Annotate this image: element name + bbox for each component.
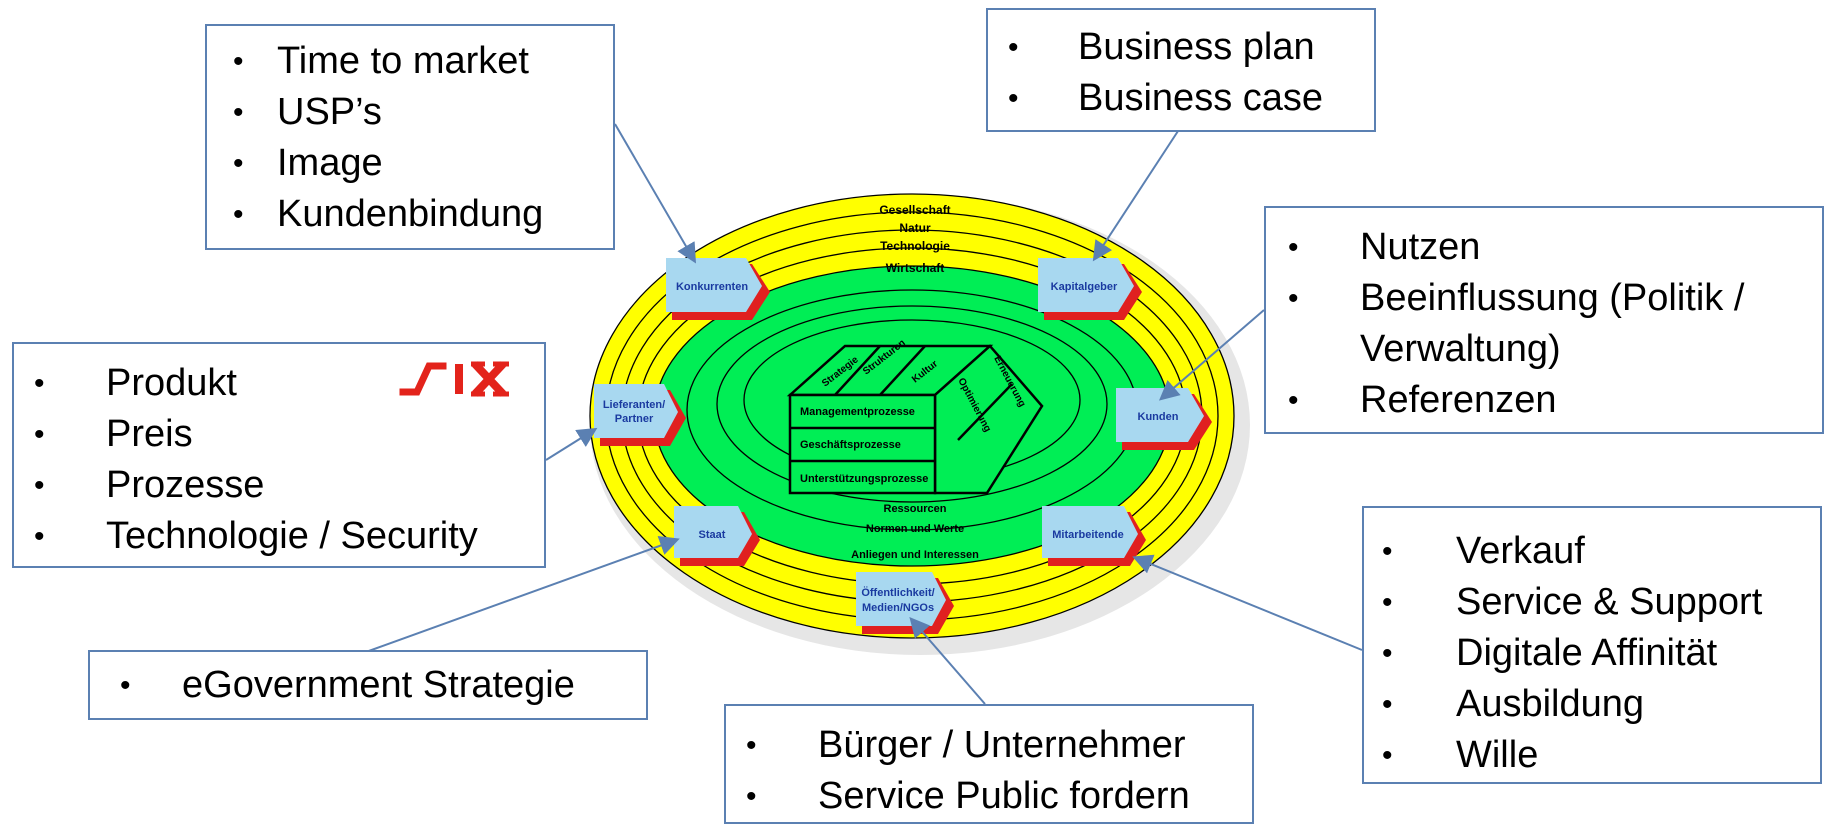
callout-staat: •eGovernment Strategie bbox=[88, 650, 648, 720]
connector-kunden bbox=[1158, 309, 1265, 401]
list-item: •Ausbildung bbox=[1382, 683, 1645, 725]
connector-oeffentlichkeit bbox=[909, 616, 986, 705]
svg-text:Partner: Partner bbox=[615, 413, 654, 425]
list-item: •Service Public fordern bbox=[746, 775, 1190, 817]
svg-text:Kapitalgeber: Kapitalgeber bbox=[1051, 281, 1118, 293]
callout-kunden: •Nutzen •Beeinflussung (Politik / Verwal… bbox=[1264, 206, 1824, 434]
stakeholders: Konkurrenten Kapitalgeber Lieferanten/ P… bbox=[594, 258, 1212, 634]
connector-lieferanten bbox=[545, 427, 598, 461]
svg-text:Öffentlichkeit/: Öffentlichkeit/ bbox=[861, 586, 934, 599]
callout-lieferanten: •Produkt •Preis •Prozesse •Technologie /… bbox=[12, 342, 546, 568]
list-item: •Produkt bbox=[34, 362, 237, 404]
six-logo bbox=[399, 361, 509, 397]
ring-label-ressourcen: Ressourcen bbox=[884, 503, 947, 515]
list-item: •Beeinflussung (Politik / bbox=[1288, 277, 1745, 319]
connector-kapitalgeber bbox=[1092, 127, 1181, 262]
process-block bbox=[786, 344, 1044, 495]
ring-label-natur: Natur bbox=[899, 221, 931, 235]
stakeholder-konkurrenten[interactable]: Konkurrenten bbox=[666, 258, 770, 320]
process-support: Unterstützungsprozesse bbox=[800, 473, 928, 485]
svg-text:Mitarbeitende: Mitarbeitende bbox=[1052, 529, 1124, 541]
stakeholder-kunden[interactable]: Kunden bbox=[1116, 388, 1212, 450]
connectors bbox=[365, 123, 1363, 705]
callout-kapitalgeber: •Business plan •Business case bbox=[986, 8, 1376, 132]
list-item: •Time to market bbox=[233, 40, 529, 82]
stakeholder-mitarbeitende[interactable]: Mitarbeitende bbox=[1042, 506, 1146, 566]
stakeholder-staat[interactable]: Staat bbox=[674, 506, 760, 566]
list-item: •USP’s bbox=[233, 91, 382, 133]
callout-oeffentlichkeit: •Bürger / Unternehmer •Service Public fo… bbox=[724, 704, 1254, 824]
ring-label-gesellschaft: Gesellschaft bbox=[879, 203, 950, 217]
ring-label-anliegen: Anliegen und Interessen bbox=[851, 549, 979, 561]
callout-konkurrenten: •Time to market •USP’s •Image •Kundenbin… bbox=[205, 24, 615, 250]
connector-staat bbox=[365, 536, 680, 653]
list-item: •Preis bbox=[34, 413, 193, 455]
list-item: Verwaltung) bbox=[1360, 328, 1561, 370]
svg-text:Lieferanten/: Lieferanten/ bbox=[603, 399, 665, 411]
svg-text:Medien/NGOs: Medien/NGOs bbox=[862, 602, 934, 614]
svg-text:Staat: Staat bbox=[699, 529, 726, 541]
stakeholder-oeffentlichkeit[interactable]: Öffentlichkeit/ Medien/NGOs bbox=[856, 572, 954, 634]
list-item: •Business plan bbox=[1008, 26, 1315, 68]
callout-mitarbeitende: •Verkauf •Service & Support •Digitale Af… bbox=[1362, 506, 1822, 784]
list-item: •Kundenbindung bbox=[233, 193, 544, 235]
connector-konkurrenten bbox=[614, 123, 697, 264]
list-item: •Business case bbox=[1008, 77, 1324, 119]
ring-label-wirtschaft: Wirtschaft bbox=[886, 261, 945, 275]
ring-label-normen: Normen und Werte bbox=[866, 523, 964, 535]
list-item: •Technologie / Security bbox=[34, 515, 478, 557]
svg-text:Kunden: Kunden bbox=[1138, 411, 1179, 423]
svg-text:Konkurrenten: Konkurrenten bbox=[676, 281, 748, 293]
list-item: •Nutzen bbox=[1288, 226, 1481, 268]
list-item: •Digitale Affinität bbox=[1382, 632, 1718, 674]
ring-label-technologie: Technologie bbox=[880, 239, 950, 253]
list-item: •Referenzen bbox=[1288, 379, 1557, 421]
list-item: •Service & Support bbox=[1382, 581, 1763, 623]
list-item: •Bürger / Unternehmer bbox=[746, 724, 1186, 766]
process-business: Geschäftsprozesse bbox=[800, 439, 901, 451]
list-item: •eGovernment Strategie bbox=[120, 664, 575, 706]
stakeholder-kapitalgeber[interactable]: Kapitalgeber bbox=[1038, 258, 1142, 320]
process-management: Managementprozesse bbox=[800, 406, 915, 418]
list-item: •Prozesse bbox=[34, 464, 265, 506]
stakeholder-lieferanten[interactable]: Lieferanten/ Partner bbox=[594, 384, 686, 446]
list-item: •Wille bbox=[1382, 734, 1539, 776]
list-item: •Verkauf bbox=[1382, 530, 1585, 572]
list-item: •Image bbox=[233, 142, 383, 184]
connector-mitarbeitende bbox=[1132, 554, 1363, 651]
